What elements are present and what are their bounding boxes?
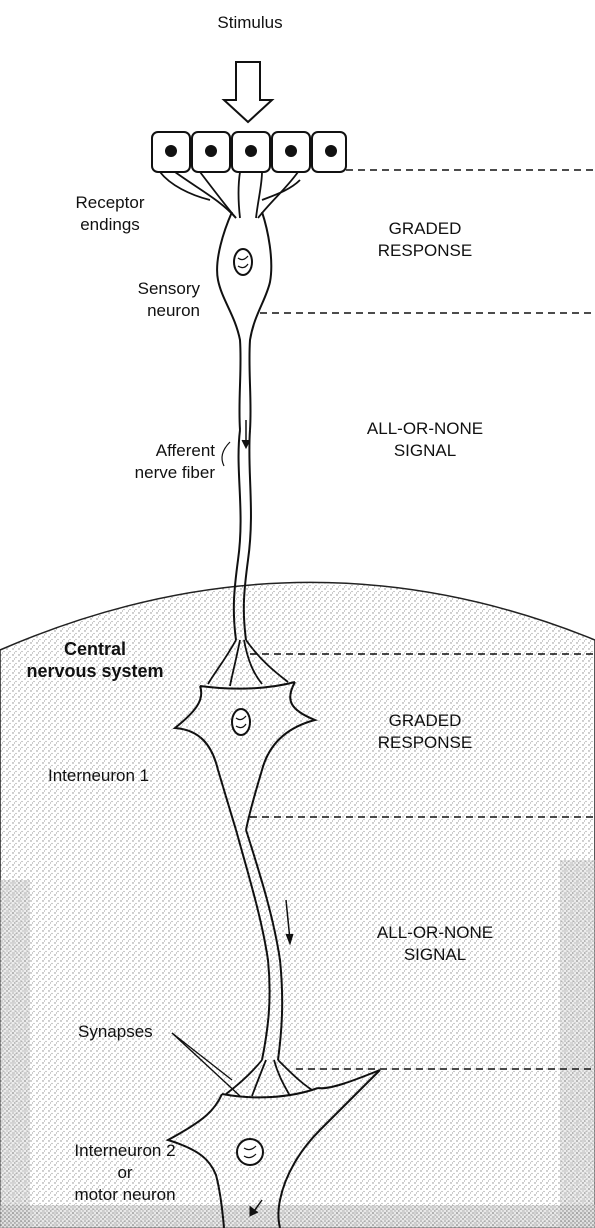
interneuron2-line1: Interneuron 2 [50, 1140, 200, 1162]
all-or-none-1-line2: SIGNAL [345, 440, 505, 462]
cns-dense-edge-right [560, 860, 595, 1228]
interneuron1-label: Interneuron 1 [48, 765, 149, 787]
synapses-label: Synapses [78, 1021, 153, 1043]
cns-dense-edge-bottom [0, 1205, 595, 1228]
label-pointers [222, 442, 230, 466]
all-or-none-2-line1: ALL-OR-NONE [355, 922, 515, 944]
afferent-fiber-label: Afferent nerve fiber [60, 440, 215, 484]
interneuron2-label: Interneuron 2 or motor neuron [50, 1140, 200, 1206]
cns-line2: nervous system [5, 660, 185, 682]
graded-response-1-line1: GRADED [355, 218, 495, 240]
graded-response-2-line1: GRADED [355, 710, 495, 732]
sensory-nucleus [234, 249, 252, 275]
graded-response-1-label: GRADED RESPONSE [355, 218, 495, 262]
cns-dense-edge-left [0, 880, 30, 1228]
interneuron1-nucleus [232, 709, 250, 735]
sensory-neuron-body [217, 212, 271, 430]
all-or-none-2-line2: SIGNAL [355, 944, 515, 966]
interneuron2-line3: motor neuron [50, 1184, 200, 1206]
graded-response-2-label: GRADED RESPONSE [355, 710, 495, 754]
graded-response-1-line2: RESPONSE [355, 240, 495, 262]
all-or-none-1-label: ALL-OR-NONE SIGNAL [345, 418, 505, 462]
interneuron2-line2: or [50, 1162, 200, 1184]
receptor-endings-label: Receptor endings [50, 192, 170, 236]
graded-response-2-line2: RESPONSE [355, 732, 495, 754]
afferent-fiber-line1: Afferent [60, 440, 215, 462]
receptor-endings-line2: endings [50, 214, 170, 236]
cns-label: Central nervous system [5, 638, 185, 682]
stimulus-arrow [224, 62, 272, 122]
all-or-none-1-line1: ALL-OR-NONE [345, 418, 505, 440]
sensory-neuron-line1: Sensory [90, 278, 200, 300]
sensory-neuron-line2: neuron [90, 300, 200, 322]
afferent-fiber-line2: nerve fiber [60, 462, 215, 484]
receptor-endings-line1: Receptor [50, 192, 170, 214]
all-or-none-2-label: ALL-OR-NONE SIGNAL [355, 922, 515, 966]
cns-line1: Central [5, 638, 185, 660]
interneuron2-nucleus [237, 1139, 263, 1165]
receptor-endings [160, 172, 300, 218]
sensory-neuron-label: Sensory neuron [90, 278, 200, 322]
stimulus-label: Stimulus [195, 12, 305, 34]
